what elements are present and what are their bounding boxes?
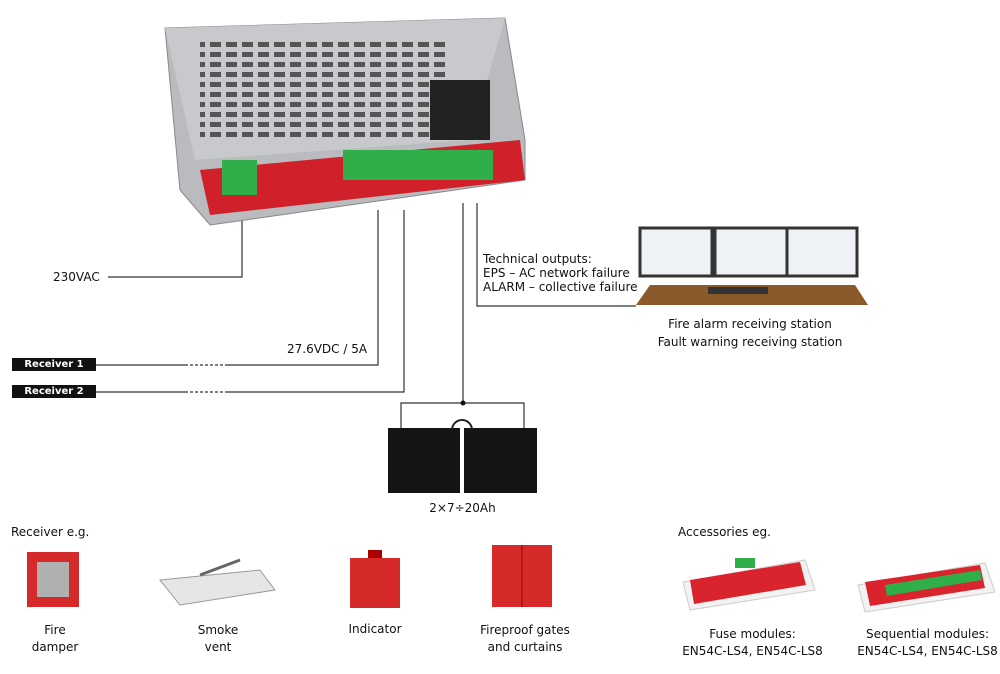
battery-label: 2×7÷20Ah — [429, 501, 496, 515]
dc-output-label: 27.6VDC / 5A — [287, 342, 368, 356]
technical-output-alarm: ALARM – collective failure — [483, 280, 638, 294]
accessory-fuse-label: Fuse modules:EN54C-LS4, EN54C-LS8 — [682, 627, 823, 658]
receiver-1-badge: Receiver 1 — [12, 358, 96, 371]
receiver-indicator-label: Indicator — [348, 622, 402, 636]
technical-output-wire — [476, 203, 636, 307]
fuse-module-image — [682, 558, 816, 611]
indicator-image — [350, 550, 400, 608]
ac-wire — [108, 205, 243, 278]
station-label-fire: Fire alarm receiving station — [668, 317, 832, 331]
power-supply-unit — [164, 17, 526, 226]
battery-image — [388, 419, 537, 493]
smoke-vent-image — [159, 558, 276, 606]
accessory-sequential-label: Sequential modules:EN54C-LS4, EN54C-LS8 — [857, 627, 998, 658]
technical-outputs-title: Technical outputs: — [483, 252, 592, 266]
accessories-title: Accessories eg. — [678, 525, 771, 539]
ac-voltage-label: 230VAC — [53, 270, 100, 284]
receiving-station-image — [636, 226, 868, 305]
fire-damper-image — [27, 552, 79, 607]
station-label-fault: Fault warning receiving station — [657, 335, 843, 349]
fire-gate-image — [492, 545, 552, 607]
sequential-module-image — [857, 562, 996, 613]
receiver-2-badge: Receiver 2 — [12, 385, 96, 398]
technical-output-eps: EPS – AC network failure — [483, 266, 630, 280]
receivers-title: Receiver e.g. — [11, 525, 90, 539]
